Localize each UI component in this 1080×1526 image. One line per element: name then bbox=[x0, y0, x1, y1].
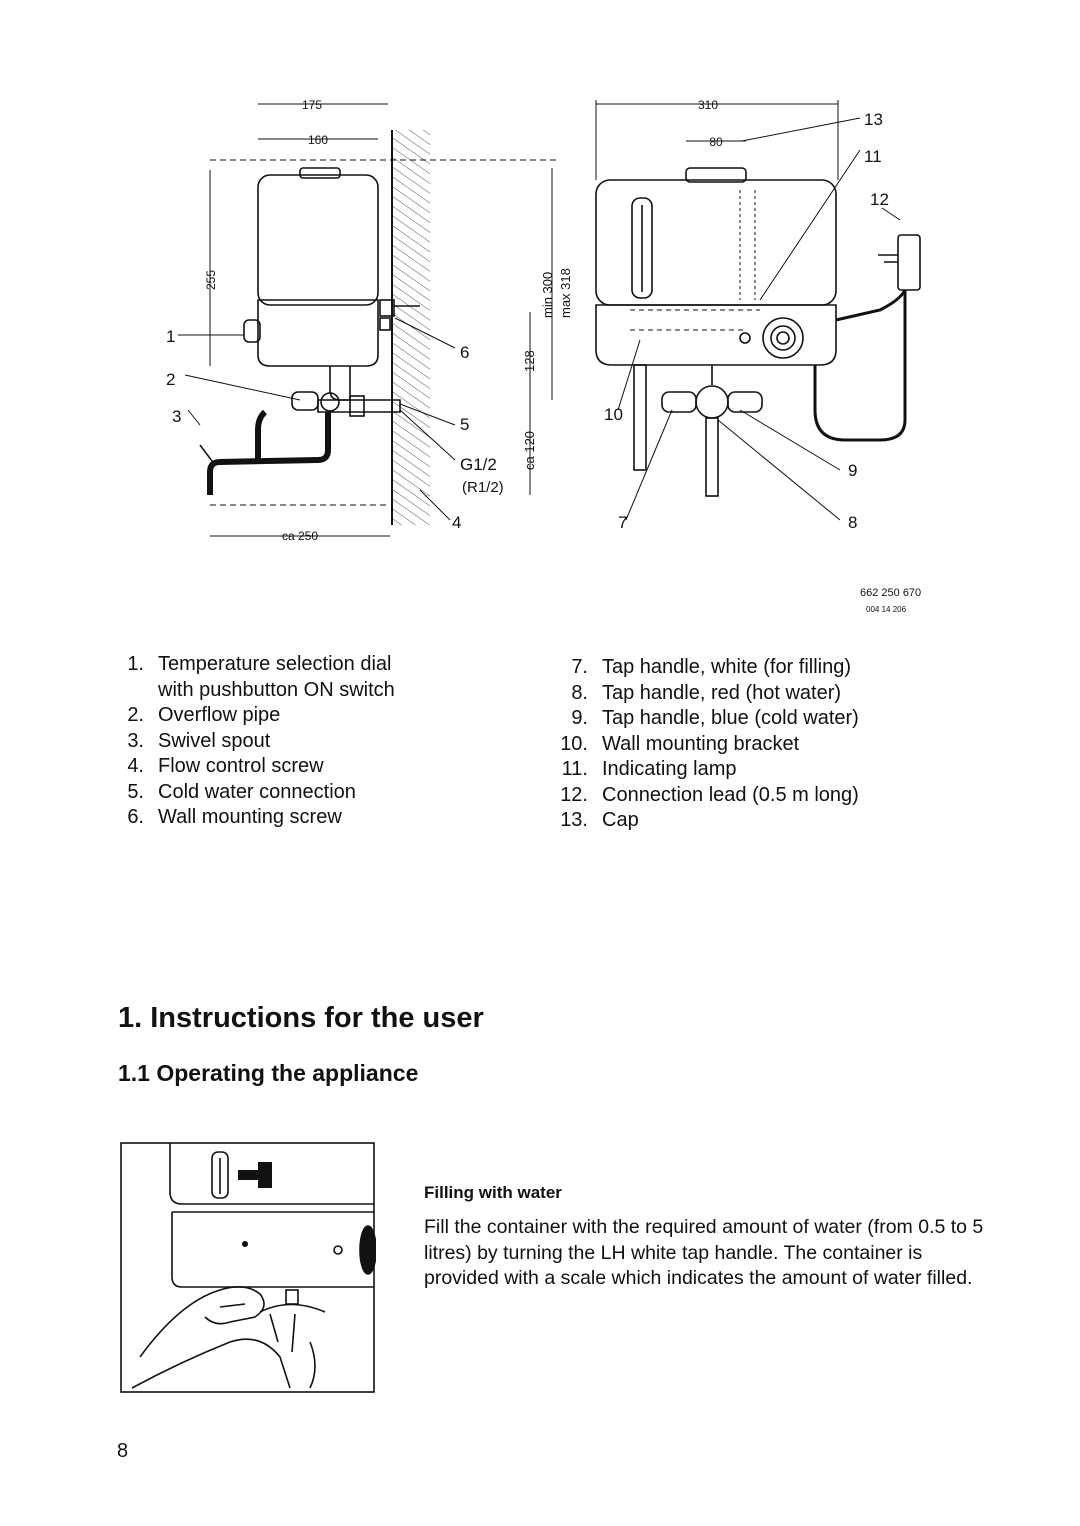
side-view-drawing bbox=[178, 103, 560, 537]
legend-left-item-number: 3. bbox=[127, 729, 144, 752]
legend-right-item-text: Cap bbox=[602, 809, 639, 831]
callout-2: 2 bbox=[166, 370, 175, 389]
legend-left-item-text: Swivel spout bbox=[158, 729, 271, 752]
legend-right-item: 10. Wall mounting bracket bbox=[548, 732, 859, 758]
legend-right-item-number: 12. bbox=[560, 783, 588, 806]
callout-1: 1 bbox=[166, 327, 175, 346]
callout-5: 5 bbox=[460, 415, 469, 434]
page-number: 8 bbox=[117, 1440, 129, 1462]
dim-128: 128 bbox=[522, 350, 537, 372]
thread-label: G1/2 bbox=[460, 455, 497, 474]
plug bbox=[897, 234, 921, 291]
technical-drawing: 175 160 255 ca 250 min 300 max 318 128 c… bbox=[166, 98, 921, 614]
filling-heading: Filling with water bbox=[424, 1183, 562, 1202]
legend-left-item: 5. Cold water connection bbox=[112, 780, 395, 806]
thread-alt-label: (R1/2) bbox=[462, 479, 504, 496]
callout-9: 9 bbox=[848, 461, 857, 480]
filling-illustration bbox=[120, 1142, 376, 1393]
legend-left-item-text: Overflow pipe bbox=[158, 704, 281, 726]
dim-255: 255 bbox=[204, 270, 218, 290]
front-view-drawing bbox=[595, 100, 921, 521]
tank-upper bbox=[257, 174, 379, 306]
legend-right-item-text: Indicating lamp bbox=[602, 758, 737, 780]
legend-right-item-number: 11. bbox=[561, 758, 588, 780]
wall-hatching bbox=[392, 130, 430, 525]
left-arrow-icon bbox=[238, 1162, 272, 1188]
drawing-number: 662 250 670 bbox=[860, 587, 921, 599]
callout-10: 10 bbox=[604, 405, 623, 424]
legend-right-item-number: 7. bbox=[571, 656, 588, 678]
dim-175: 175 bbox=[302, 98, 322, 112]
legend-left-item: 4. Flow control screw bbox=[112, 754, 395, 780]
legend-left-item-text: with pushbutton ON switch bbox=[158, 678, 395, 701]
legend-right-item: 9. Tap handle, blue (cold water) bbox=[548, 706, 859, 732]
indicating-lamp-dot bbox=[242, 1241, 248, 1247]
legend-left-item-text: Cold water connection bbox=[158, 780, 356, 803]
lower-housing bbox=[595, 304, 837, 366]
legend-right-item: 7. Tap handle, white (for filling) bbox=[548, 655, 859, 681]
legend-left-item: 6. Wall mounting screw bbox=[112, 805, 395, 831]
legend-left-item: 3. Swivel spout bbox=[112, 729, 395, 755]
dim-max-318: max 318 bbox=[558, 268, 573, 318]
legend-right-item-number: 9. bbox=[571, 707, 588, 729]
legend-left-item-number bbox=[112, 678, 158, 704]
callout-6: 6 bbox=[460, 343, 469, 362]
dim-min-300: min 300 bbox=[540, 272, 555, 318]
legend-right-item-number: 13. bbox=[560, 809, 588, 831]
legend-left-item-number: 2. bbox=[127, 704, 144, 726]
legend-right-item-text: Tap handle, blue (cold water) bbox=[602, 707, 859, 729]
callout-7: 7 bbox=[618, 513, 627, 532]
drawing-subnumber: 004 14 206 bbox=[866, 605, 907, 614]
legend-right-item-number: 10. bbox=[560, 732, 588, 755]
legend-left-item-number: 6. bbox=[127, 806, 144, 828]
dim-160: 160 bbox=[308, 133, 328, 147]
legend-right-item-text: Tap handle, white (for filling) bbox=[602, 656, 852, 678]
legend-right-item-text: Tap handle, red (hot water) bbox=[602, 681, 842, 704]
legend-left-item-text: Temperature selection dial bbox=[158, 653, 392, 675]
legend-left-item-number: 1. bbox=[127, 653, 144, 675]
subsection-title: 1.1 Operating the appliance bbox=[118, 1060, 419, 1086]
dim-ca-120: ca 120 bbox=[522, 431, 537, 470]
legend-right-item: 8. Tap handle, red (hot water) bbox=[548, 681, 859, 707]
legend-right-item-text: Connection lead (0.5 m long) bbox=[602, 783, 859, 806]
cap bbox=[685, 167, 747, 183]
water-level-scale bbox=[211, 1151, 229, 1199]
section-title: 1. Instructions for the user bbox=[118, 1002, 484, 1034]
legend-right-item-number: 8. bbox=[571, 681, 588, 704]
legend-left-item-text: Flow control screw bbox=[158, 755, 324, 777]
legend-right: 7. Tap handle, white (for filling) 8. Tap h… bbox=[548, 655, 859, 834]
dim-ca-250: ca 250 bbox=[282, 529, 318, 543]
legend-right-item-text: Wall mounting bracket bbox=[602, 732, 800, 755]
callout-4: 4 bbox=[452, 513, 461, 532]
dim-80: 80 bbox=[709, 135, 723, 149]
legend-left-item: 2. Overflow pipe bbox=[112, 703, 395, 729]
legend-left-item: 1. Temperature selection dial bbox=[112, 652, 395, 678]
filling-text: Fill the container with the required amo… bbox=[424, 1216, 984, 1289]
legend-left: 1. Temperature selection dial with pushbut… bbox=[112, 652, 395, 831]
legend-right-item: 13. Cap bbox=[548, 808, 859, 834]
legend-left-item-number: 4. bbox=[127, 755, 144, 777]
tank-lower bbox=[257, 299, 379, 367]
dim-310: 310 bbox=[698, 98, 718, 112]
callout-3: 3 bbox=[172, 407, 181, 426]
callout-12: 12 bbox=[870, 190, 889, 209]
illustration-frame bbox=[120, 1142, 375, 1393]
callout-11: 11 bbox=[864, 147, 882, 166]
legend-right-item: 12. Connection lead (0.5 m long) bbox=[548, 783, 859, 809]
legend-right-item: 11. Indicating lamp bbox=[548, 757, 859, 783]
callout-8: 8 bbox=[848, 513, 857, 532]
level-scale bbox=[631, 197, 653, 299]
legend-left-item-text: Wall mounting screw bbox=[158, 806, 342, 828]
legend-left-item-number: 5. bbox=[127, 780, 144, 803]
legend-left-item: with pushbutton ON switch bbox=[112, 678, 395, 704]
callout-13: 13 bbox=[864, 110, 883, 129]
indicating-lamp bbox=[739, 332, 751, 344]
